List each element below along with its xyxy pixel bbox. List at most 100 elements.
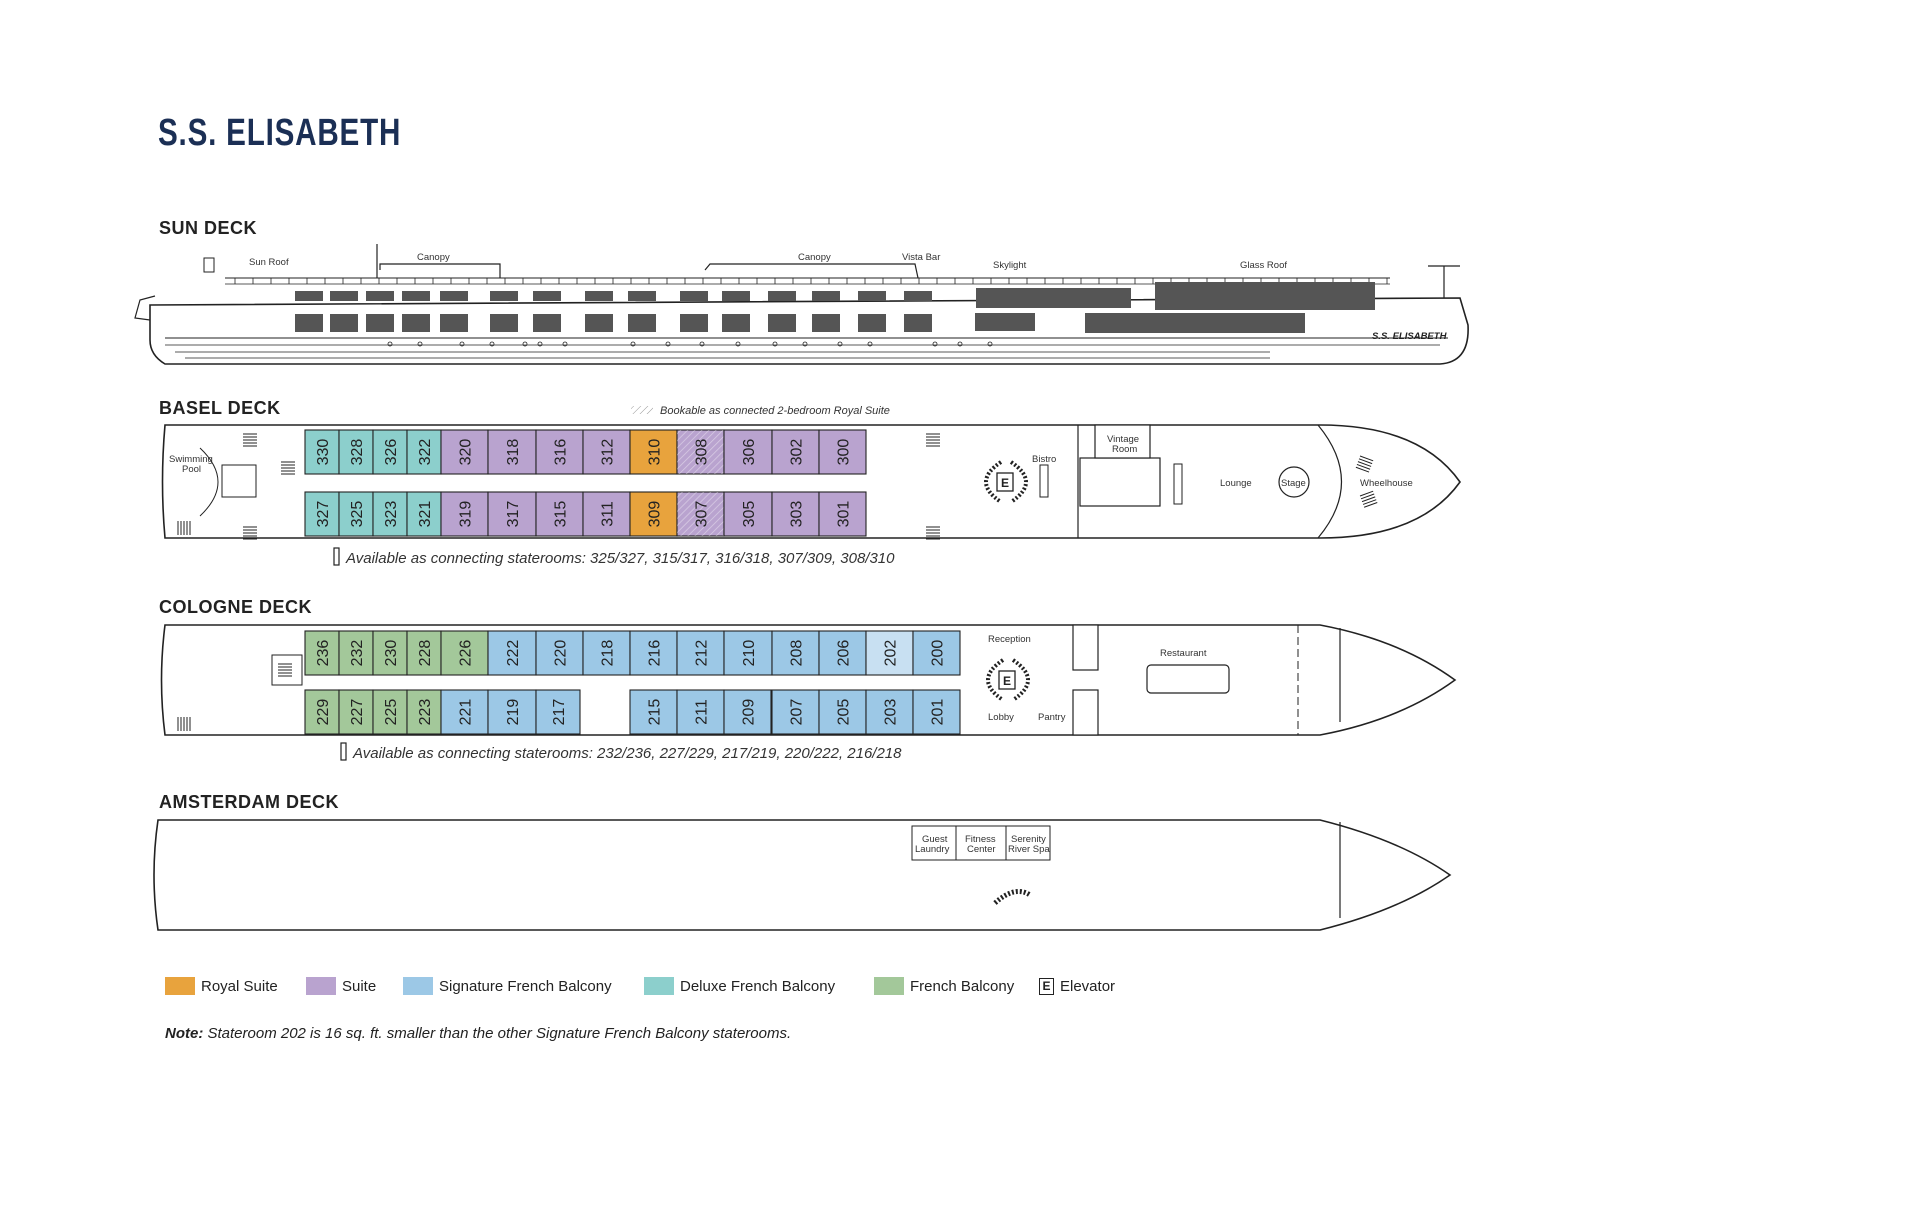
porthole-icon — [459, 341, 465, 347]
cologne-connecting-note: Available as connecting staterooms: 232/… — [352, 745, 902, 762]
canopy-label-2: Canopy — [798, 252, 831, 263]
porthole-icon — [562, 341, 568, 347]
cabin-number: 325 — [349, 501, 366, 528]
porthole-icon — [630, 341, 636, 347]
glass-roof-label: Glass Roof — [1240, 260, 1287, 271]
window-icon — [722, 291, 750, 301]
window-icon — [628, 291, 656, 301]
porthole-icon — [417, 341, 423, 347]
porthole-icon — [699, 341, 705, 347]
porthole-icon — [522, 341, 528, 347]
window-icon — [680, 291, 708, 301]
royal-suite-swatch — [165, 977, 195, 995]
cabin-number: 311 — [600, 501, 617, 527]
stairs-icon — [177, 521, 191, 535]
cabin-number: 209 — [741, 699, 758, 726]
reception-label: Reception — [988, 634, 1031, 645]
restaurant-label: Restaurant — [1160, 648, 1207, 659]
suite-swatch — [306, 977, 336, 995]
stairs-icon — [1355, 455, 1374, 473]
note-text: Stateroom 202 is 16 sq. ft. smaller than… — [207, 1025, 792, 1042]
window-icon — [858, 314, 886, 332]
window-icon — [402, 291, 430, 301]
cabin-number: 330 — [315, 439, 332, 466]
window-icon — [858, 291, 886, 301]
cabin-306: 306 — [723, 429, 773, 475]
window-icon — [533, 291, 561, 301]
cabin-201: 201 — [912, 689, 961, 735]
window-icon — [295, 291, 323, 301]
legend-signature-french-balcony: Signature French Balcony — [403, 975, 612, 997]
fitness-label: Fitness — [965, 834, 996, 845]
legend-royal-suite: Royal Suite — [165, 975, 278, 997]
laundry-label: Laundry — [915, 844, 950, 855]
signature-swatch — [403, 977, 433, 995]
window-icon — [366, 291, 394, 301]
cabin-215: 215 — [629, 689, 678, 735]
lounge-label: Lounge — [1220, 478, 1252, 489]
cabin-230: 230 — [372, 630, 408, 676]
stairs-icon — [926, 433, 940, 447]
cabin-number: 301 — [836, 501, 853, 528]
cabin-209: 209 — [723, 689, 772, 735]
cabin-317: 317 — [487, 491, 537, 537]
center-label: Center — [967, 844, 996, 855]
cabin-number: 326 — [383, 439, 400, 466]
svg-text:E: E — [1001, 476, 1009, 490]
cabin-number: 205 — [836, 699, 853, 726]
cabin-number: 227 — [349, 699, 366, 726]
porthole-icon — [665, 341, 671, 347]
connecting-door-icon — [333, 547, 340, 566]
cabin-number: 328 — [349, 439, 366, 466]
cabin-number: 232 — [349, 640, 366, 667]
sun-deck-profile: Sun Roof Canopy Canopy Vista Bar Skyligh… — [134, 244, 1469, 365]
cabin-number: 309 — [647, 501, 664, 528]
porthole-icon — [957, 341, 963, 347]
footnote: Note: Stateroom 202 is 16 sq. ft. smalle… — [165, 1025, 791, 1042]
cabin-number: 223 — [417, 699, 434, 726]
window-icon — [722, 314, 750, 332]
cabin-number: 230 — [383, 640, 400, 667]
elevator-icon: E — [984, 460, 1028, 504]
cabin-number: 321 — [417, 501, 434, 528]
cabin-number: 302 — [789, 439, 806, 466]
cabin-323: 323 — [372, 491, 408, 537]
cabin-301: 301 — [818, 491, 867, 537]
porthole-icon — [537, 341, 543, 347]
window-icon — [490, 314, 518, 332]
cabin-number: 229 — [315, 699, 332, 726]
cabin-310: 310 — [629, 429, 678, 475]
note-prefix: Note: — [165, 1025, 204, 1042]
cabin-319: 319 — [440, 491, 489, 537]
amsterdam-deck-heading: AMSTERDAM DECK — [159, 792, 339, 812]
cabin-223: 223 — [406, 689, 442, 735]
porthole-icon — [837, 341, 843, 347]
window-icon — [440, 314, 468, 332]
cabin-number: 322 — [417, 439, 434, 466]
porthole-icon — [772, 341, 778, 347]
stairs-icon — [177, 717, 191, 731]
cabin-203: 203 — [865, 689, 914, 735]
guest-label: Guest — [922, 834, 948, 845]
cabin-322: 322 — [406, 429, 442, 475]
porthole-icon — [932, 341, 938, 347]
cabin-226: 226 — [440, 630, 489, 676]
porthole-icon — [387, 341, 393, 347]
cabin-208: 208 — [771, 630, 820, 676]
cabin-320: 320 — [440, 429, 489, 475]
cabin-216: 216 — [629, 630, 678, 676]
cabin-228: 228 — [406, 630, 442, 676]
cabin-202: 202 — [865, 630, 914, 676]
cabin-number: 327 — [315, 501, 332, 528]
wheelhouse-label: Wheelhouse — [1360, 478, 1413, 489]
serenity-label: Serenity — [1011, 834, 1046, 845]
cabin-number: 218 — [600, 640, 617, 667]
basel-deck-heading: BASEL DECK — [159, 398, 281, 418]
cabin-number: 211 — [694, 699, 711, 725]
window-icon — [295, 314, 323, 332]
cabin-number: 216 — [647, 640, 664, 667]
cabin-number: 206 — [836, 640, 853, 667]
cabin-200: 200 — [912, 630, 961, 676]
